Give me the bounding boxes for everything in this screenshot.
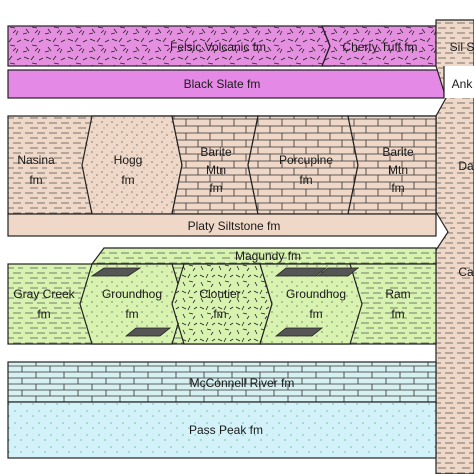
- cherty-tuff-label: Cherty Tuff fm: [342, 40, 417, 54]
- felsic-volcanic-label: Felsic Volcanic fm: [170, 40, 266, 54]
- pass-peak-label: Pass Peak fm: [189, 423, 263, 437]
- sil-s-label: Sil S: [450, 40, 474, 54]
- barite-right-label-line2: Mtn: [388, 163, 408, 177]
- ank-unit: [444, 66, 474, 98]
- hogg-label-line1: Hogg: [114, 153, 143, 167]
- ram-label-line1: Ram: [385, 287, 410, 301]
- da-label: Da: [458, 159, 474, 173]
- black-slate-unit: [7, 69, 445, 99]
- lens-3: [274, 267, 328, 277]
- ca-label: Ca: [458, 265, 474, 279]
- lens-1: [90, 267, 142, 277]
- hogg-label-line2: fm: [121, 173, 134, 187]
- barite-left-label-line1: Barite: [200, 145, 232, 159]
- mcconnell-river-label: McConnell River fm: [190, 376, 295, 390]
- gray-creek-label-line1: Gray Creek: [13, 287, 75, 301]
- groundhog-right-unit: [259, 263, 363, 345]
- nasina-label-line2: fm: [29, 173, 42, 187]
- ank-label: Ank: [452, 77, 474, 91]
- magundy-label: Magundy fm: [235, 249, 301, 263]
- felsic-volcanic-unit: [7, 25, 331, 67]
- lens-2: [124, 327, 172, 337]
- lens-5: [316, 267, 360, 277]
- porcupine-label-line1: Porcupine: [279, 153, 333, 167]
- cloutier-label-line1: Cloutier: [199, 287, 240, 301]
- barite-right-label-line3: fm: [391, 181, 404, 195]
- mcconnell-river-unit: [7, 361, 437, 403]
- lens-4: [274, 327, 324, 337]
- groundhog-left-label-line1: Groundhog: [102, 287, 162, 301]
- platy-siltstone-unit: [7, 213, 437, 237]
- platy-siltstone-label: Platy Siltstone fm: [188, 219, 281, 233]
- barite-left-label-line2: Mtn: [206, 163, 226, 177]
- gray-creek-label-line2: fm: [37, 307, 50, 321]
- nasina-label-line1: Nasina: [17, 153, 55, 167]
- cloutier-label-line2: fm: [213, 307, 226, 321]
- porcupine-label-line2: fm: [299, 173, 312, 187]
- groundhog-right-label-line1: Groundhog: [286, 287, 346, 301]
- ram-label-line2: fm: [391, 307, 404, 321]
- cloutier-unit: [171, 263, 273, 345]
- barite-right-label-line1: Barite: [382, 145, 414, 159]
- volcanic-contact-line: [321, 25, 331, 67]
- groundhog-left-label-line2: fm: [125, 307, 138, 321]
- pass-peak-unit: [7, 401, 437, 459]
- groundhog-left-unit: [79, 263, 185, 345]
- barite-left-label-line3: fm: [209, 181, 222, 195]
- groundhog-right-label-line2: fm: [309, 307, 322, 321]
- black-slate-label: Black Slate fm: [184, 77, 261, 91]
